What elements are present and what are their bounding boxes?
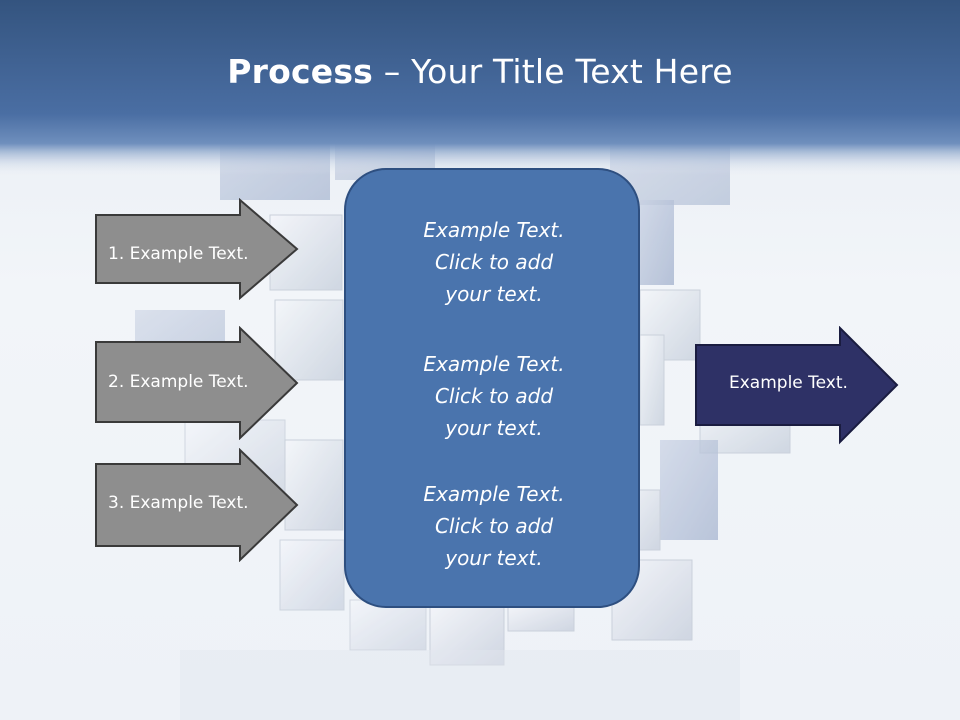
title-bold-part: Process — [227, 52, 374, 91]
input-label-3: 3. Example Text. — [108, 493, 249, 513]
title-rest-part: – Your Title Text Here — [373, 52, 733, 91]
input-label-2: 2. Example Text. — [108, 372, 249, 392]
process-box: Example Text. Click to add your text. Ex… — [344, 168, 640, 608]
header-band — [0, 0, 960, 175]
input-arrow-2 — [95, 326, 299, 440]
process-text-block-1: Example Text. Click to add your text. — [346, 214, 642, 310]
block-2-line-1: Example Text. — [423, 352, 565, 376]
slide-title: Process – Your Title Text Here — [0, 52, 960, 91]
block-1-line-3: your text. — [445, 282, 543, 306]
output-label: Example Text. — [729, 373, 848, 393]
input-arrow-1 — [95, 198, 299, 300]
input-arrow-3 — [95, 448, 299, 562]
input-label-1: 1. Example Text. — [108, 244, 249, 264]
block-3-line-2: Click to add — [434, 514, 554, 538]
output-arrow — [695, 326, 899, 445]
block-2-line-3: your text. — [445, 416, 543, 440]
block-2-line-2: Click to add — [434, 384, 554, 408]
block-3-line-3: your text. — [445, 546, 543, 570]
block-3-line-1: Example Text. — [423, 482, 565, 506]
block-1-line-2: Click to add — [434, 250, 554, 274]
process-text-block-2: Example Text. Click to add your text. — [346, 348, 642, 444]
process-text-block-3: Example Text. Click to add your text. — [346, 478, 642, 574]
block-1-line-1: Example Text. — [423, 218, 565, 242]
